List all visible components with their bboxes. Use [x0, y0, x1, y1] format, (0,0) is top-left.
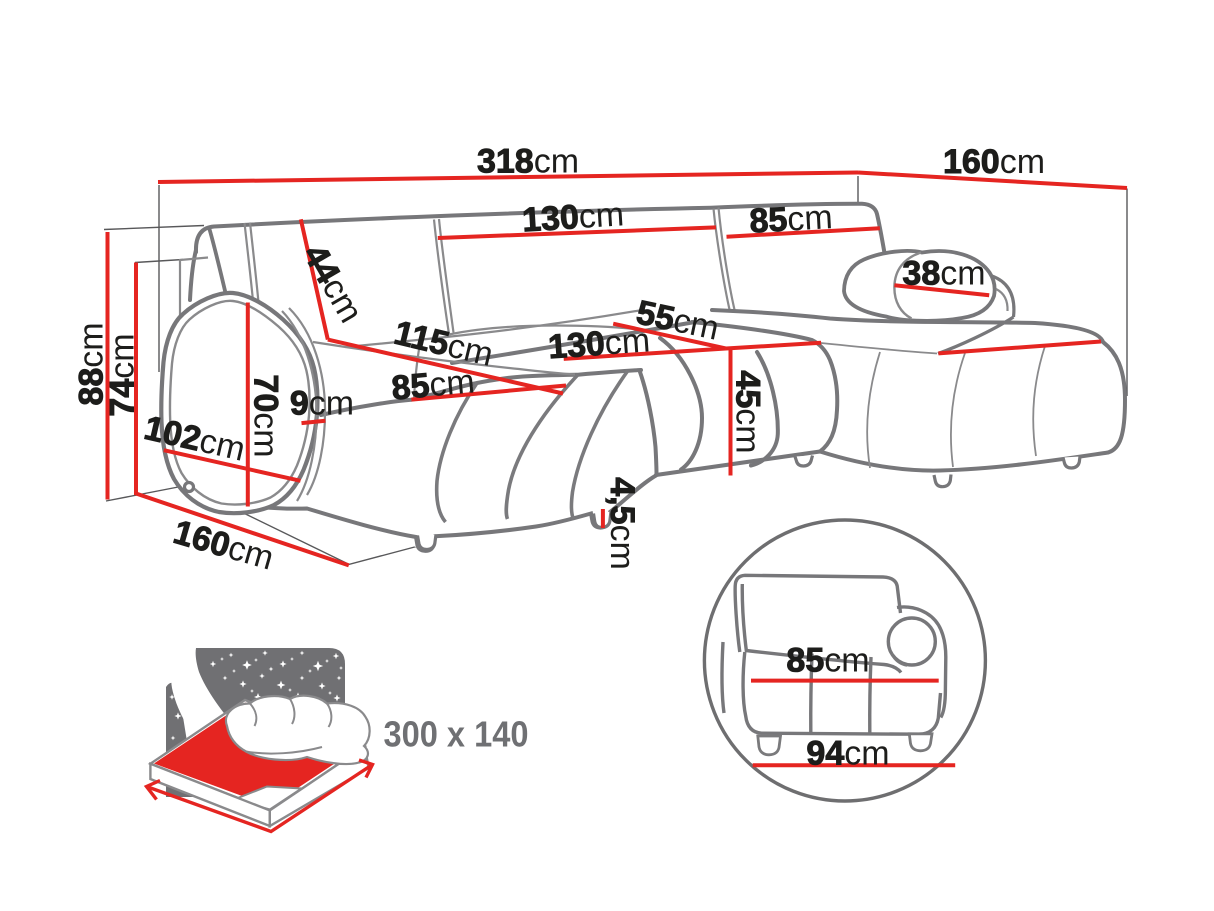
svg-text:318cm: 318cm: [477, 143, 579, 181]
svg-text:70cm: 70cm: [247, 374, 285, 457]
svg-text:45cm: 45cm: [729, 370, 767, 453]
svg-text:74cm: 74cm: [103, 333, 141, 416]
svg-text:85cm: 85cm: [786, 641, 869, 679]
svg-text:85cm: 85cm: [390, 362, 476, 407]
svg-text:94cm: 94cm: [806, 734, 889, 772]
svg-text:38cm: 38cm: [902, 254, 985, 292]
svg-text:9cm: 9cm: [290, 384, 354, 422]
svg-text:85cm: 85cm: [749, 198, 834, 240]
svg-text:160cm: 160cm: [943, 143, 1045, 181]
svg-text:130cm: 130cm: [547, 321, 651, 366]
svg-text:88cm: 88cm: [72, 322, 110, 405]
svg-text:4,5cm: 4,5cm: [603, 477, 641, 570]
svg-text:300 x 140: 300 x 140: [384, 714, 529, 755]
svg-text:130cm: 130cm: [521, 195, 625, 239]
